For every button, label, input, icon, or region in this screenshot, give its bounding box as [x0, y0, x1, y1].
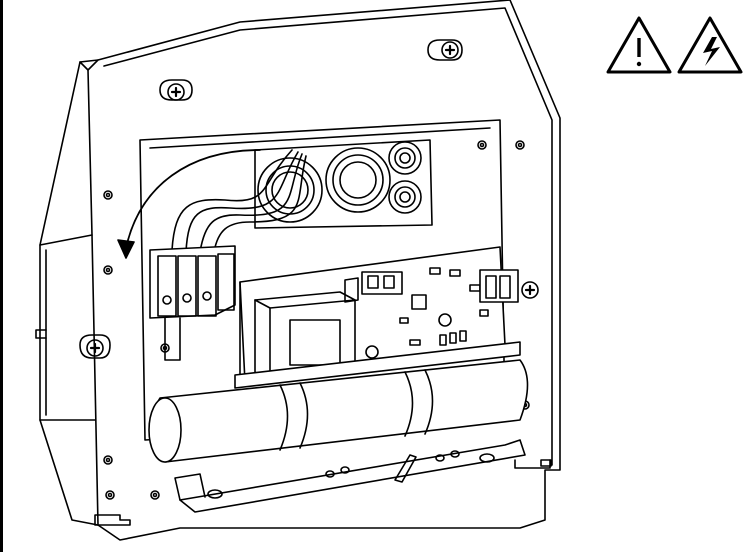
- image-border-left: [0, 0, 3, 552]
- warning-symbols: [606, 16, 743, 74]
- battery-pack: [148, 341, 529, 463]
- caution-triangle-icon: [606, 16, 672, 74]
- keyhole-mounts: [79, 39, 539, 359]
- high-voltage-triangle-icon: [677, 16, 743, 74]
- cable-bundle: [171, 149, 307, 253]
- cable-gland-plate: [254, 139, 433, 229]
- routing-arrow: [117, 149, 261, 259]
- terminal-block: [149, 245, 236, 361]
- bottom-bracket: [174, 439, 526, 513]
